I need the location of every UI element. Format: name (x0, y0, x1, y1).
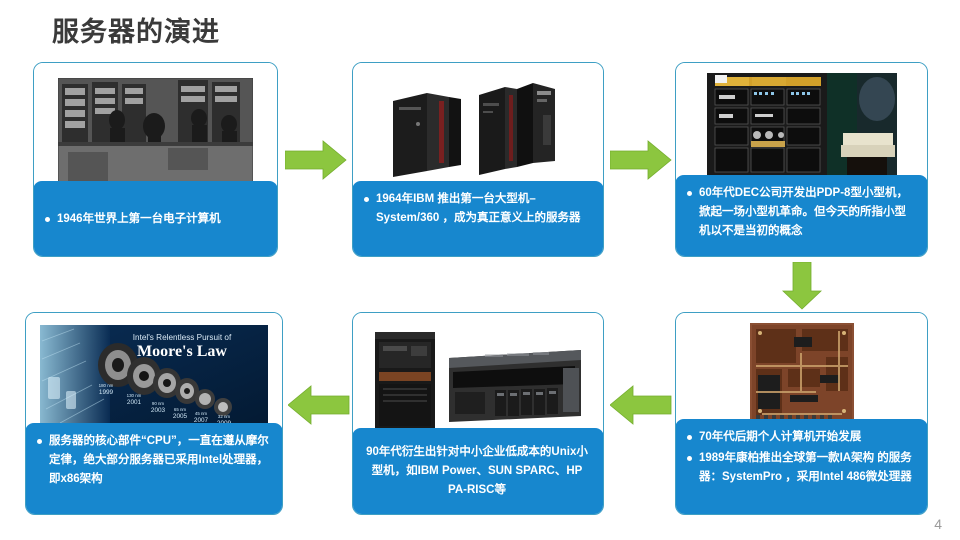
card-60s-dec-pdp8[interactable]: 60年代DEC公司开发出PDP-8型小型机，掀起一场小型机革命。但今天的所指小型… (675, 62, 928, 257)
card-1946-eniac[interactable]: 1946年世界上第一台电子计算机 (33, 62, 278, 257)
motherboard-photo (676, 313, 927, 425)
bullet-dot-icon (37, 439, 42, 444)
card-cpu-moores-law[interactable]: Intel's Relentless Pursuit of Moore's La… (25, 312, 283, 515)
bullet-text: 70年代后期个人计算机开始发展 (699, 431, 862, 443)
bullet-text: 60年代DEC公司开发出PDP-8型小型机，掀起一场小型机革命。但今天的所指小型… (699, 187, 908, 237)
card-caption: 60年代DEC公司开发出PDP-8型小型机，掀起一场小型机革命。但今天的所指小型… (676, 175, 927, 256)
list-item: 服务器的核心部件“CPU”，一直在遵从摩尔定律，绝大部分服务器已采用Intel处… (35, 432, 271, 489)
bullet-dot-icon (45, 216, 50, 222)
svg-text:32 nm: 32 nm (218, 414, 231, 419)
card-caption: 90年代衍生出针对中小企业低成本的Unix小型机，如IBM Power、SUN … (353, 428, 603, 514)
svg-text:45 nm: 45 nm (195, 411, 208, 416)
bullet-text: 1946年世界上第一台电子计算机 (57, 212, 221, 225)
bullet-dot-icon (687, 191, 692, 196)
card-90s-unix[interactable]: 90年代衍生出针对中小企业低成本的Unix小型机，如IBM Power、SUN … (352, 312, 604, 515)
list-item: 70年代后期个人计算机开始发展 (685, 428, 916, 447)
bullet-dot-icon (687, 435, 692, 440)
bullet-text: 90年代衍生出针对中小企业低成本的Unix小型机，如IBM Power、SUN … (366, 446, 588, 496)
bullet-text: 服务器的核心部件“CPU”，一直在遵从摩尔定律，绝大部分服务器已采用Intel处… (49, 435, 269, 485)
arrow-1-to-2 (285, 140, 347, 180)
svg-text:Moore's Law: Moore's Law (137, 343, 227, 360)
eniac-photo (34, 63, 277, 193)
bullet-text: 1964年IBM 推出第一台大型机–System/360 ，成为真正意义上的服务… (376, 193, 581, 224)
svg-text:2007: 2007 (194, 417, 209, 424)
svg-text:90 nm: 90 nm (152, 401, 165, 406)
page-number: 4 (934, 516, 942, 532)
svg-text:2001: 2001 (127, 399, 142, 406)
svg-text:1999: 1999 (99, 389, 114, 396)
svg-text:130 nm: 130 nm (127, 393, 142, 398)
svg-text:Intel's Relentless Pursuit of: Intel's Relentless Pursuit of (133, 333, 232, 342)
moores-law-photo: Intel's Relentless Pursuit of Moore's La… (26, 313, 282, 430)
page-title: 服务器的演进 (52, 17, 220, 47)
svg-text:2003: 2003 (151, 407, 166, 414)
svg-text:2005: 2005 (173, 413, 188, 420)
arrow-2-to-3 (610, 140, 672, 180)
svg-text:65 nm: 65 nm (174, 407, 187, 412)
card-caption: 1946年世界上第一台电子计算机 (34, 181, 277, 256)
unix-server-photo (353, 313, 603, 434)
list-item: 1989年康柏推出全球第一款IA架构 的服务器：SystemPro ，采用Int… (685, 449, 916, 487)
svg-text:180 nm: 180 nm (99, 383, 114, 388)
card-caption: 1964年IBM 推出第一台大型机–System/360 ，成为真正意义上的服务… (353, 181, 603, 256)
dec-pdp8-photo (676, 63, 927, 181)
arrow-4-to-5 (610, 385, 672, 425)
card-1964-ibm-system360[interactable]: 1964年IBM 推出第一台大型机–System/360 ，成为真正意义上的服务… (352, 62, 604, 257)
list-item: 1964年IBM 推出第一台大型机–System/360 ，成为真正意义上的服务… (362, 190, 592, 228)
arrow-5-to-6 (288, 385, 350, 425)
svg-text:2009: 2009 (217, 420, 232, 425)
card-caption: 服务器的核心部件“CPU”，一直在遵从摩尔定律，绝大部分服务器已采用Intel处… (26, 423, 282, 514)
bullet-text: 1989年康柏推出全球第一款IA架构 的服务器：SystemPro ，采用Int… (699, 451, 912, 483)
card-caption: 70年代后期个人计算机开始发展 1989年康柏推出全球第一款IA架构 的服务器：… (676, 419, 927, 514)
card-70s-pc-compaq[interactable]: 70年代后期个人计算机开始发展 1989年康柏推出全球第一款IA架构 的服务器：… (675, 312, 928, 515)
arrow-3-to-4 (782, 262, 822, 310)
bullet-dot-icon (687, 455, 692, 461)
bullet-dot-icon (364, 197, 369, 202)
ibm-mainframe-photo (353, 63, 603, 191)
list-item: 60年代DEC公司开发出PDP-8型小型机，掀起一场小型机革命。但今天的所指小型… (685, 184, 916, 241)
list-item: 1946年世界上第一台电子计算机 (43, 210, 266, 229)
